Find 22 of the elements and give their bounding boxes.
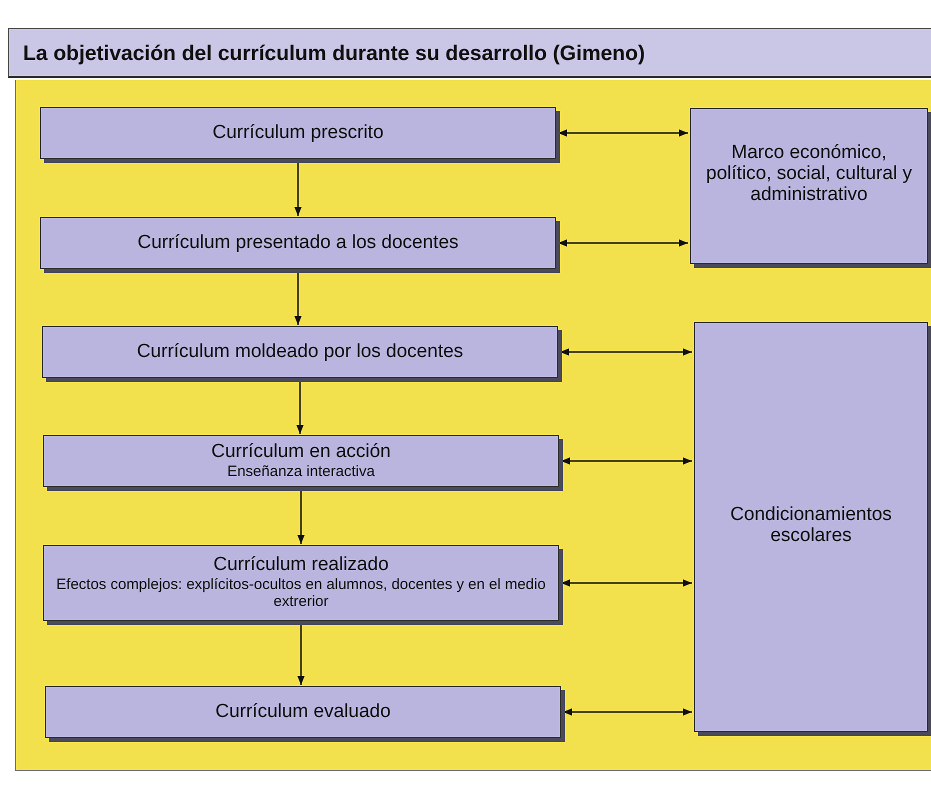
arrow (558, 239, 688, 247)
arrow (561, 457, 692, 465)
box-subtitle: Efectos complejos: explícitos-ocultos en alumnos, docentes y en el medio extrerior (55, 576, 547, 611)
box-title: Marco económico, político, social, cultural y administrativo (705, 143, 913, 206)
box-title: Condicionamientos escolares (729, 505, 893, 547)
arrow (297, 489, 305, 544)
box-title: Currículum realizado (213, 555, 389, 576)
arrow (297, 623, 305, 685)
arrow (296, 380, 304, 434)
arrow (294, 161, 302, 216)
box-title: Currículum evaluado (215, 702, 391, 722)
arrow (561, 579, 692, 587)
box-title: Currículum moldeado por los docentes (136, 342, 464, 362)
box-subtitle: Enseñanza interactiva (227, 462, 375, 480)
title-bar: La objetivación del currículum durante su desarrollo (Gimeno) (8, 28, 931, 78)
box-title: Currículum prescrito (212, 122, 384, 144)
box-title: Currículum presentado a los docentes (137, 232, 459, 254)
arrow (560, 348, 692, 356)
arrow (563, 708, 692, 716)
box-title: Currículum en acción (211, 442, 391, 463)
arrow (558, 129, 688, 137)
arrow (294, 271, 302, 325)
